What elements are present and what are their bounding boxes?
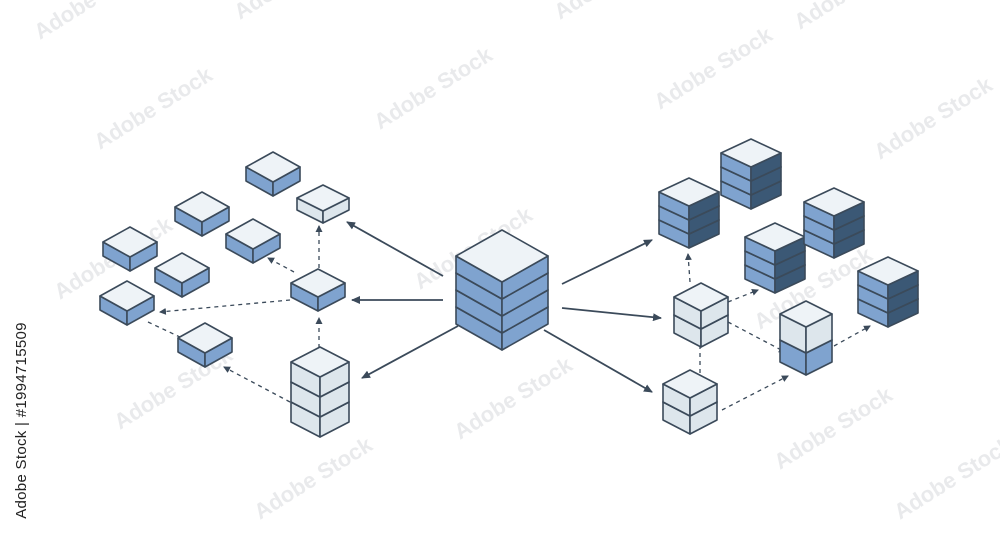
watermark-tile: Adobe Stock: [229, 0, 357, 24]
connection-arrows: [147, 221, 871, 411]
node-tile-5: [154, 252, 210, 298]
node-tower-1: [658, 177, 720, 249]
watermark-tile: Adobe Stock: [769, 381, 897, 474]
node-tower-3: [744, 222, 806, 294]
arrow-center-to-top-left: [346, 221, 444, 277]
central-database: [455, 229, 549, 351]
node-tile-4: [102, 226, 158, 272]
watermark-tile: Adobe Stock: [549, 0, 677, 24]
watermark-tile: Adobe Stock: [449, 351, 577, 444]
dashed-stackA-to-mixed: [727, 321, 786, 353]
node-mixed-server: [779, 300, 833, 376]
node-stack-right-a: [673, 282, 729, 348]
watermark-tile: Adobe Stock: [789, 0, 917, 34]
node-tile-top: [245, 151, 301, 197]
dashed-stackA-to-tower3: [727, 288, 759, 303]
dashed-stackA-to-tower1: [684, 253, 692, 283]
node-tower-2: [720, 138, 782, 210]
dashed-left-tile-link: [147, 321, 183, 339]
node-tower-4: [803, 187, 865, 259]
node-tower-5: [857, 256, 919, 328]
watermark-tile: Adobe Stock: [249, 431, 377, 524]
watermark-tile: Adobe Stock: [89, 61, 217, 154]
node-tile-2: [174, 191, 230, 237]
node-hub-left: [290, 268, 346, 312]
watermark-tile: Adobe Stock: [649, 21, 777, 114]
arrow-center-to-top-right: [561, 239, 653, 285]
dashed-hub-to-tile-a: [267, 257, 295, 273]
arrow-center-to-right: [561, 307, 662, 322]
dashed-stack-to-bottom-tile: [223, 366, 291, 403]
dashed-hub-to-left-tile: [159, 299, 291, 315]
watermark-tile: Adobe Stock: [889, 431, 1000, 524]
node-tile-bottom: [177, 322, 233, 368]
node-tile-3: [225, 218, 281, 264]
watermark-tile: Adobe Stock: [369, 41, 497, 134]
node-tile-light-top: [296, 184, 350, 224]
node-stack-left: [290, 346, 350, 438]
node-tile-left: [99, 280, 155, 326]
watermark-tile: Adobe Stock: [29, 0, 157, 44]
watermark-tile: Adobe Stock: [869, 71, 997, 164]
arrow-center-to-bottom-right: [543, 329, 653, 393]
dashed-mixed-to-tower5: [833, 325, 871, 347]
node-stack-right-b: [662, 369, 718, 435]
dashed-stackB-to-mixed: [721, 375, 789, 411]
arrow-center-to-bottom-left: [361, 325, 459, 379]
server-nodes: [99, 138, 919, 438]
